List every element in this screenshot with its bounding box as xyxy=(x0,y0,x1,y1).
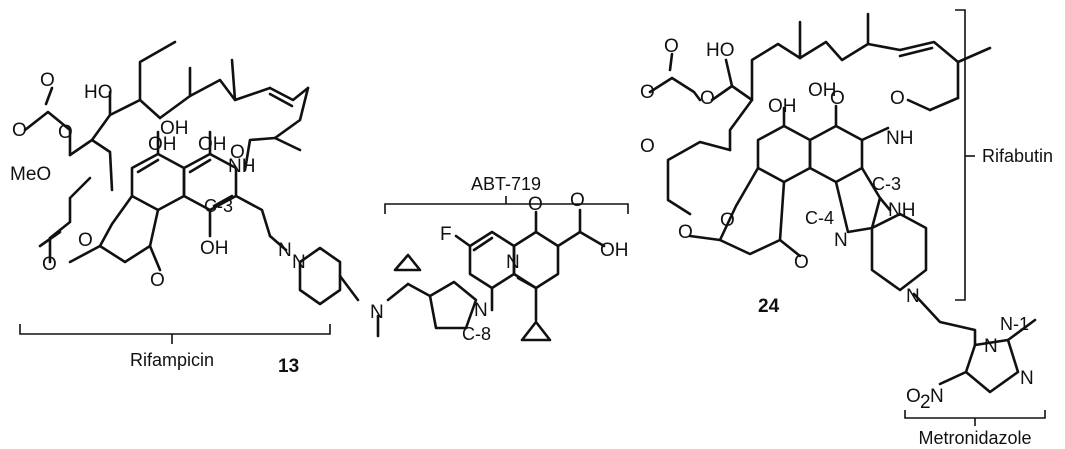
svg-text:O: O xyxy=(700,88,715,109)
n1-label: N-1 xyxy=(1000,314,1029,334)
svg-text:O: O xyxy=(720,210,735,231)
c3-label-left: C-3 xyxy=(204,196,233,216)
svg-text:O: O xyxy=(678,222,693,243)
svg-text:O: O xyxy=(570,190,585,211)
metronidazole-bracket xyxy=(904,410,1046,426)
svg-text:O: O xyxy=(40,70,55,91)
metronidazole-label: Metronidazole xyxy=(918,428,1031,448)
svg-text:N: N xyxy=(278,240,292,261)
svg-text:O: O xyxy=(150,270,165,291)
svg-text:O: O xyxy=(78,230,93,251)
rifampicin-bracket xyxy=(19,324,331,344)
svg-text:OH: OH xyxy=(148,134,177,155)
svg-text:O: O xyxy=(794,252,809,273)
svg-text:N: N xyxy=(506,252,520,273)
svg-text:O: O xyxy=(12,120,27,141)
svg-text:N: N xyxy=(834,230,848,251)
svg-text:O: O xyxy=(830,88,845,109)
svg-text:O: O xyxy=(230,142,245,163)
svg-text:N: N xyxy=(906,286,920,307)
rifabutin-label: Rifabutin xyxy=(982,146,1053,166)
rifabutin-skeleton xyxy=(648,12,1037,394)
svg-text:F: F xyxy=(440,224,452,245)
svg-text:OH: OH xyxy=(808,80,837,101)
svg-text:OH: OH xyxy=(198,134,227,155)
svg-text:NH: NH xyxy=(888,200,915,221)
abt719-label: ABT-719 xyxy=(471,174,541,194)
svg-text:O: O xyxy=(664,36,679,57)
rifabutin-bracket xyxy=(955,9,975,301)
svg-text:NH: NH xyxy=(228,156,255,177)
svg-text:N: N xyxy=(984,336,998,357)
svg-text:OH: OH xyxy=(200,238,229,259)
rifampicin-label: Rifampicin xyxy=(130,350,214,370)
c4-label: C-4 xyxy=(805,208,834,228)
svg-text:HO: HO xyxy=(706,40,735,61)
svg-text:N: N xyxy=(1020,368,1034,389)
svg-text:2: 2 xyxy=(920,392,931,413)
rifampicin-skeleton xyxy=(23,40,606,342)
rifabutin-atom-labels: O O O HO OH OH O NH O NH N O O O O N N N… xyxy=(640,36,1034,413)
svg-text:O: O xyxy=(640,82,655,103)
svg-text:O: O xyxy=(906,386,921,407)
rifampicin-atom-labels: O O O HO OH OH OH NH OH O MeO O O O N N … xyxy=(10,70,629,323)
svg-text:O: O xyxy=(58,122,73,143)
c3-label-right: C-3 xyxy=(872,174,901,194)
svg-text:N: N xyxy=(474,300,488,321)
compound-24-number: 24 xyxy=(758,296,780,317)
svg-text:O: O xyxy=(42,254,57,275)
svg-text:HO: HO xyxy=(84,82,113,103)
svg-text:OH: OH xyxy=(600,240,629,261)
svg-text:N: N xyxy=(370,302,384,323)
c8-label: C-8 xyxy=(462,324,491,344)
svg-text:NH: NH xyxy=(886,128,913,149)
svg-text:O: O xyxy=(890,88,905,109)
svg-text:O: O xyxy=(640,136,655,157)
abt719-bracket xyxy=(384,196,629,214)
svg-text:MeO: MeO xyxy=(10,164,51,185)
svg-text:N: N xyxy=(930,386,944,407)
svg-text:N: N xyxy=(292,252,306,273)
svg-text:OH: OH xyxy=(768,96,797,117)
compound-13-number: 13 xyxy=(278,356,299,377)
svg-text:OH: OH xyxy=(160,118,189,139)
